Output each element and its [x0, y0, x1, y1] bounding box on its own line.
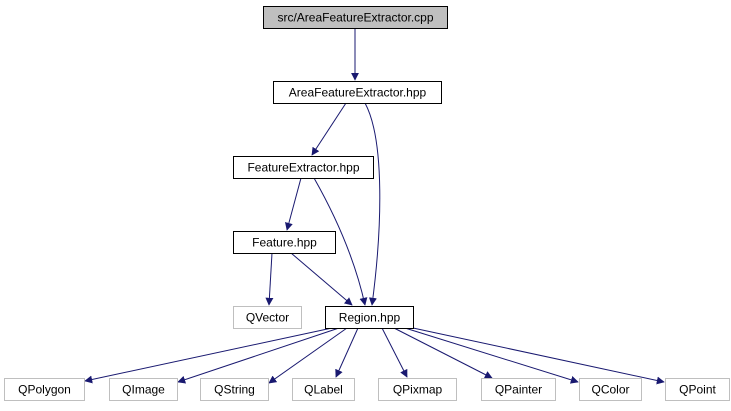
edge-afe-region: [364, 102, 381, 306]
node-label: QPolygon: [18, 383, 71, 397]
node-qimage: QImage: [109, 378, 178, 401]
edge-region-qpolygon: [84, 327, 333, 384]
node-label: QPoint: [679, 383, 716, 397]
node-qstring: QString: [200, 378, 269, 401]
node-box: [273, 81, 442, 104]
node-qcolor: QColor: [579, 378, 642, 401]
node-box: [378, 378, 457, 401]
node-label: AreaFeatureExtractor.hpp: [289, 86, 427, 100]
node-qvector: QVector: [233, 306, 302, 329]
edge-fe-region: [313, 177, 368, 306]
node-label: QString: [214, 383, 255, 397]
node-box: [233, 231, 336, 254]
node-qpoint: QPoint: [665, 378, 730, 401]
edge-feat-region: [290, 252, 353, 306]
edge-fe-feat: [285, 177, 302, 231]
node-box: [233, 306, 302, 329]
edge-region-qstring: [268, 327, 348, 384]
edge-feat-qvector: [265, 252, 274, 306]
node-box: [109, 378, 178, 401]
node-label: Region.hpp: [339, 311, 401, 325]
node-fe[interactable]: FeatureExtractor.hpp: [233, 156, 374, 179]
node-box: [233, 156, 374, 179]
node-qlabel: QLabel: [292, 378, 355, 401]
node-box: [579, 378, 642, 401]
node-src[interactable]: src/AreaFeatureExtractor.cpp: [263, 6, 448, 29]
node-box: [292, 378, 355, 401]
node-box: [665, 378, 730, 401]
edges-layer: [84, 28, 665, 385]
node-box: [263, 6, 448, 29]
node-box: [325, 306, 414, 329]
node-region[interactable]: Region.hpp: [325, 306, 414, 329]
node-label: src/AreaFeatureExtractor.cpp: [277, 11, 433, 25]
node-label: QVector: [246, 311, 289, 325]
node-label: QPainter: [495, 383, 542, 397]
node-qpixmap: QPixmap: [378, 378, 457, 401]
node-box: [481, 378, 556, 401]
edge-afe-fe: [311, 102, 347, 156]
edge-region-qpixmap: [381, 327, 408, 378]
nodes-layer: src/AreaFeatureExtractor.cppAreaFeatureE…: [4, 6, 730, 401]
edge-region-qpainter: [393, 327, 493, 379]
edge-region-qpoint: [412, 327, 665, 385]
node-label: QColor: [591, 383, 629, 397]
node-afe[interactable]: AreaFeatureExtractor.hpp: [273, 81, 442, 104]
edge-region-qimage: [177, 327, 340, 384]
node-box: [4, 378, 85, 401]
node-label: FeatureExtractor.hpp: [247, 161, 359, 175]
edge-region-qcolor: [404, 327, 579, 384]
node-label: QImage: [122, 383, 165, 397]
edge-region-qlabel: [335, 327, 359, 378]
node-qpolygon: QPolygon: [4, 378, 85, 401]
node-label: Feature.hpp: [252, 236, 317, 250]
node-box: [200, 378, 269, 401]
node-feat[interactable]: Feature.hpp: [233, 231, 336, 254]
node-label: QLabel: [304, 383, 343, 397]
node-qpainter: QPainter: [481, 378, 556, 401]
node-label: QPixmap: [393, 383, 443, 397]
